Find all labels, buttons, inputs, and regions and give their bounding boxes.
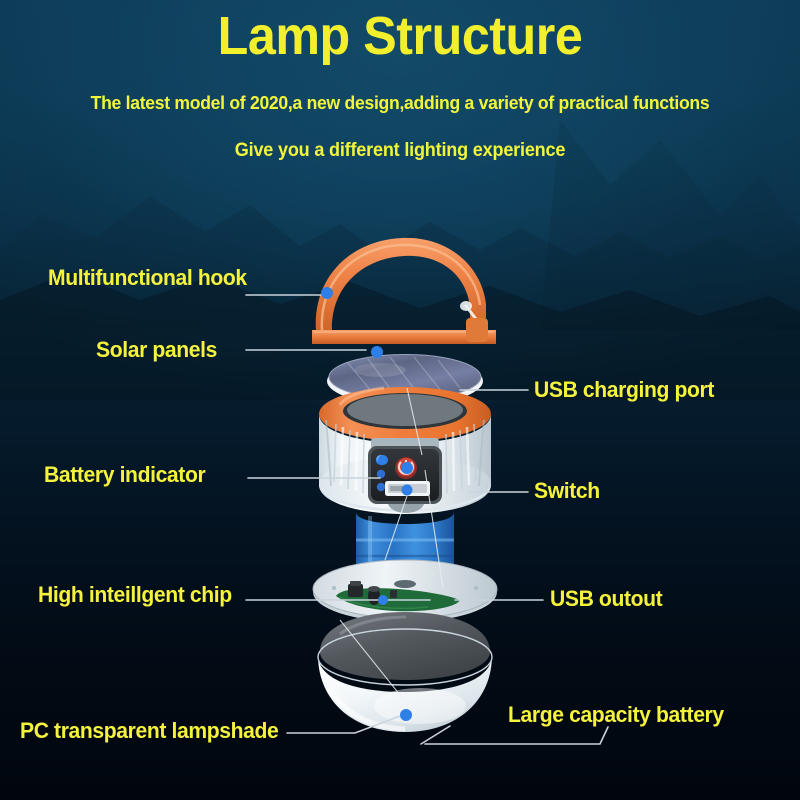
subtitle-primary: The latest model of 2020,a new design,ad…	[90, 92, 710, 113]
callout-label-multifunctional-hook: Multifunctional hook	[48, 265, 247, 290]
callout-label-high-intelligent-chip: High inteillgent chip	[38, 582, 232, 607]
switch-button	[395, 457, 417, 479]
usb-port	[385, 481, 430, 496]
internal-pointer-lines	[339, 387, 444, 701]
callout-label-solar-panels: Solar panels	[96, 337, 217, 362]
subtitle-secondary: Give you a different lighting experience	[234, 140, 566, 161]
callout-label-usb-charging-port: USB charging port	[534, 377, 715, 402]
battery-indicator-leds	[375, 454, 387, 492]
lampshade-dome-part	[317, 612, 493, 732]
callout-label-pc-transparent-lampshade: PC transparent lampshade	[20, 718, 279, 743]
carry-hook-part	[312, 237, 496, 344]
callout-label-switch: Switch	[534, 478, 600, 503]
page-title: Lamp Structure	[217, 6, 583, 66]
callout-label-usb-output: USB outout	[550, 586, 663, 611]
callout-label-battery-indicator: Battery indicator	[44, 462, 206, 487]
callout-label-large-capacity-battery: Large capacity battery	[508, 702, 724, 727]
